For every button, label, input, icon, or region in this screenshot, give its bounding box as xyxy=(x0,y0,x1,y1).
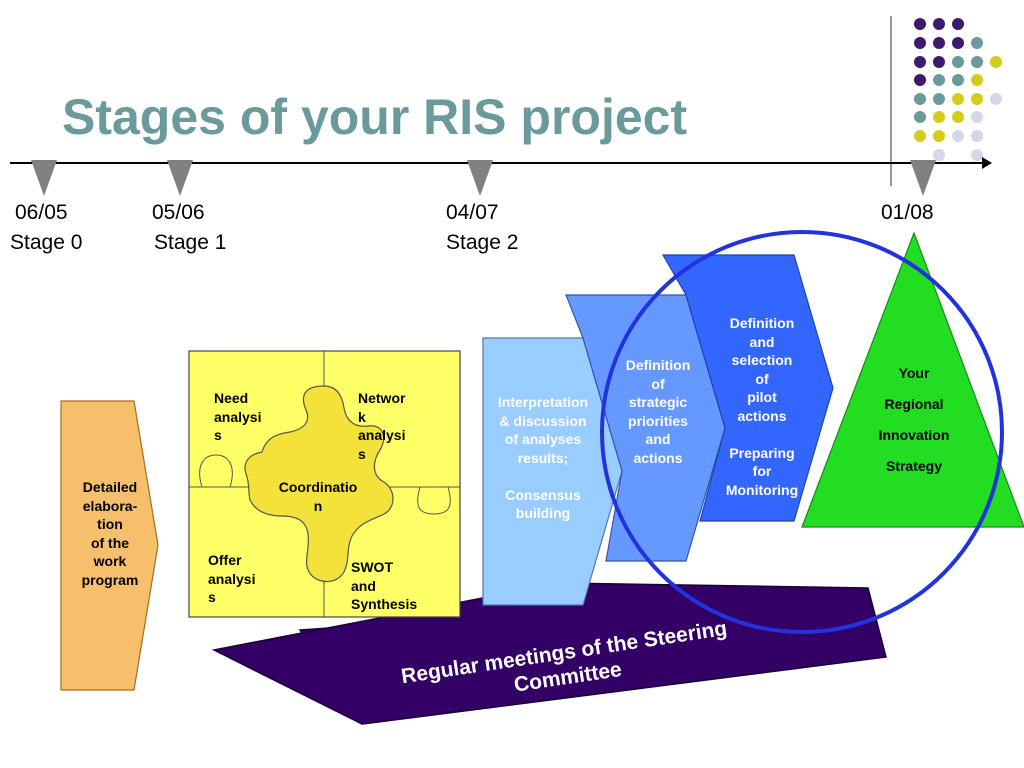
interpretation-chevron xyxy=(482,337,623,606)
offer-analysis-label: Offer analysi s xyxy=(208,552,256,605)
dot xyxy=(914,37,926,49)
dot xyxy=(914,93,926,105)
milestone-date: 04/07 xyxy=(446,201,499,224)
puzzle-tab-left xyxy=(199,454,233,488)
dot xyxy=(933,74,945,86)
dot xyxy=(914,111,926,123)
priorities-label: Definition of strategic priorities and a… xyxy=(625,357,691,466)
milestone-end: 01/08 xyxy=(881,198,934,228)
dot xyxy=(914,130,926,142)
dot xyxy=(933,111,945,123)
milestone-stage: Stage 2 xyxy=(446,231,519,254)
timeline-marker-stage-1 xyxy=(167,160,193,196)
dot xyxy=(933,93,945,105)
highlight-circle xyxy=(600,230,1004,634)
dot xyxy=(971,149,983,161)
dot xyxy=(952,37,964,49)
dot xyxy=(971,37,983,49)
dot xyxy=(971,56,983,68)
timeline-arrowhead xyxy=(982,157,992,169)
network-analysis-label: Networ k analysi s xyxy=(358,390,406,462)
need-analysis-label: Need analysi s xyxy=(214,390,262,443)
coordination-puzzle-piece xyxy=(244,385,394,583)
work-program-chevron xyxy=(60,400,159,691)
interpretation-label: Interpretation & discussion of analyses … xyxy=(497,394,589,521)
dot xyxy=(952,93,964,105)
milestone-stage-2: 04/07 Stage 2 xyxy=(446,198,518,258)
strategy-triangle xyxy=(801,231,1024,528)
dot xyxy=(933,149,945,161)
dot xyxy=(914,74,926,86)
pilot-actions-label: Definition and selection of pilot action… xyxy=(725,315,799,498)
timeline xyxy=(10,157,992,196)
dot xyxy=(952,130,964,142)
analysis-puzzle xyxy=(188,350,461,618)
dot xyxy=(933,18,945,30)
pilot-actions-chevron xyxy=(661,254,834,522)
work-program-label: Detailed elabora- tion of the work progr… xyxy=(81,479,139,588)
dot xyxy=(952,56,964,68)
milestone-date: 01/08 xyxy=(881,201,934,224)
dot xyxy=(952,18,964,30)
dot xyxy=(933,130,945,142)
dot xyxy=(971,74,983,86)
dot xyxy=(990,56,1002,68)
strategy-label: Your Regional Innovation Strategy xyxy=(878,365,950,474)
decorative-dot-grid xyxy=(914,18,1002,161)
puzzle-tab-right xyxy=(417,486,451,515)
milestone-stage: Stage 0 xyxy=(10,231,83,254)
milestone-date: 05/06 xyxy=(152,201,205,224)
dot xyxy=(914,56,926,68)
dot xyxy=(990,93,1002,105)
dot xyxy=(933,37,945,49)
dot xyxy=(914,18,926,30)
timeline-marker-stage-2 xyxy=(467,160,493,196)
milestone-date: 06/05 xyxy=(15,201,68,224)
coordination-label: Coordinatio n xyxy=(278,479,358,514)
dot xyxy=(952,111,964,123)
dot xyxy=(971,130,983,142)
milestone-stage: Stage 1 xyxy=(154,231,227,254)
milestone-stage-1: 05/06 Stage 1 xyxy=(152,198,226,258)
dot xyxy=(971,93,983,105)
dot xyxy=(952,74,964,86)
steering-committee-banner xyxy=(211,582,887,725)
page-title: Stages of your RIS project xyxy=(62,89,688,145)
dot xyxy=(933,56,945,68)
timeline-marker-stage-0 xyxy=(31,160,57,196)
swot-synthesis-label: SWOT and Synthesis xyxy=(351,559,418,612)
timeline-marker-end xyxy=(910,160,936,196)
milestone-stage-0: 06/05 Stage 0 xyxy=(10,198,82,258)
dot xyxy=(971,111,983,123)
